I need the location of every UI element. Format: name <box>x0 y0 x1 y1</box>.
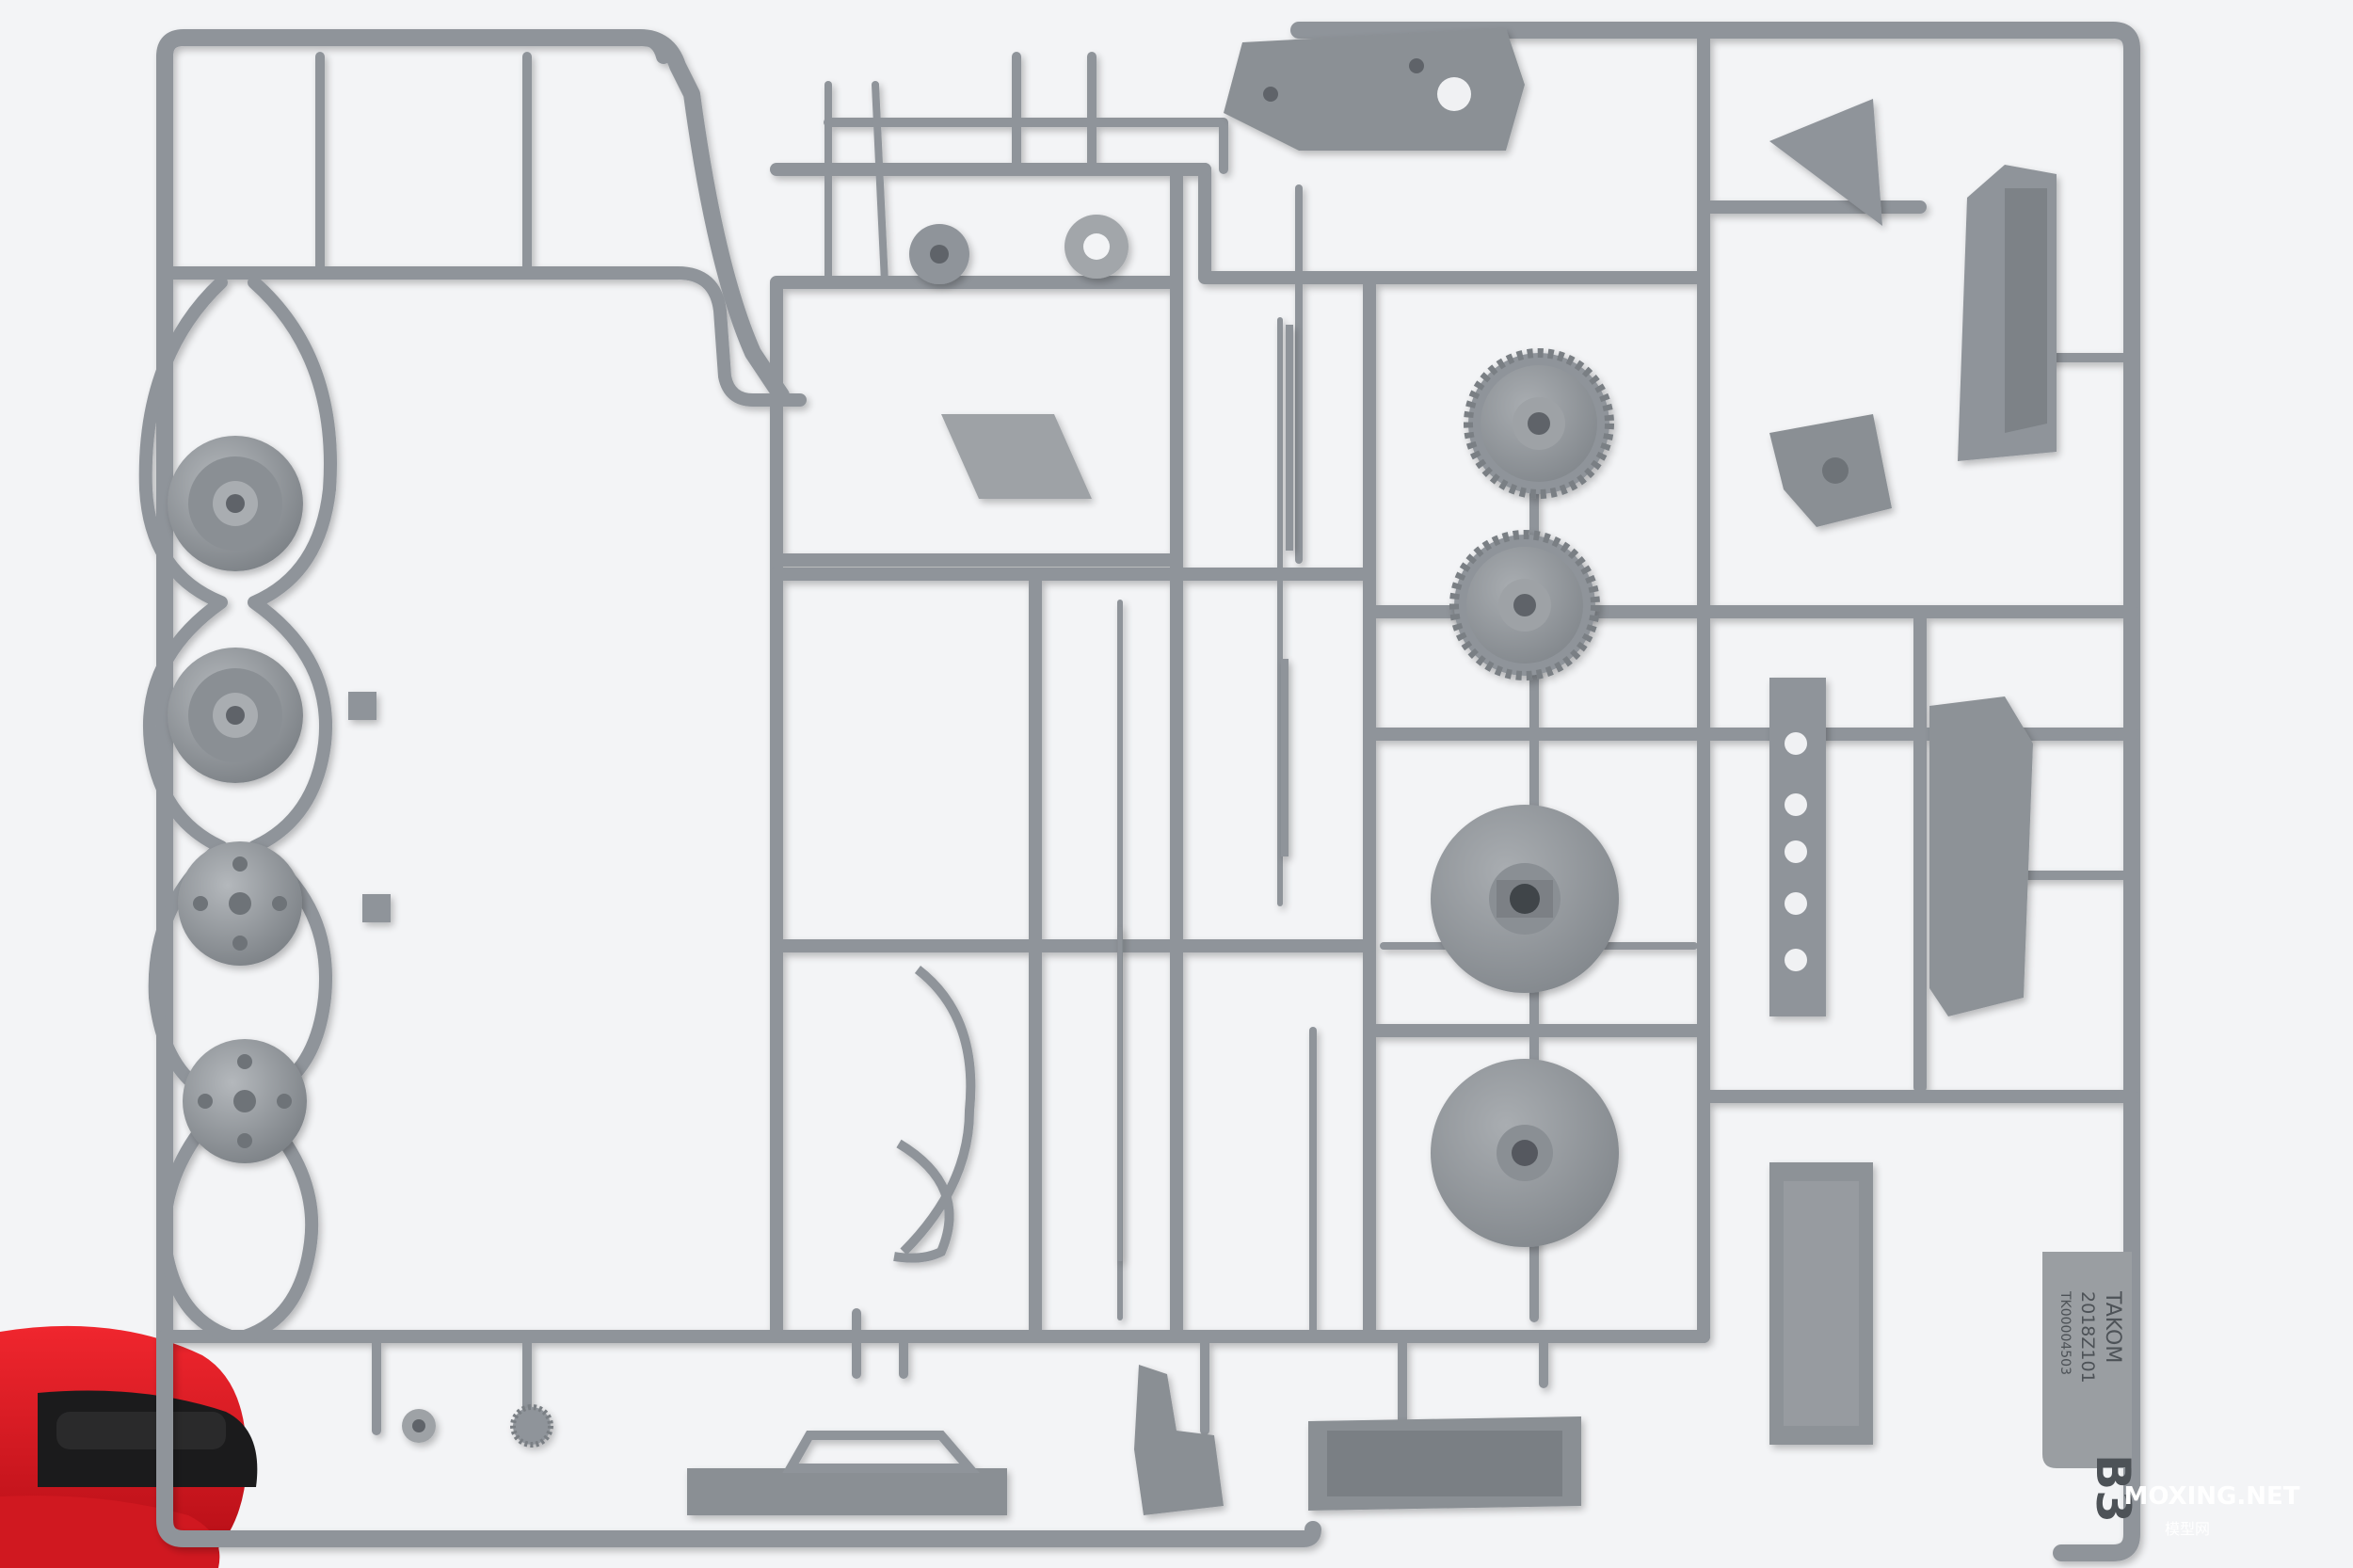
sprue-sub-code: TK00004503 <box>2057 1290 2073 1375</box>
triangular-bracket <box>1769 99 1882 226</box>
wheel-3 <box>178 841 302 966</box>
idler-disc-2 <box>1431 1059 1619 1247</box>
angled-plate <box>941 414 1092 499</box>
hull-parts <box>402 28 2057 1515</box>
watermark-main: MOXING.NET <box>2123 1482 2299 1511</box>
ladder-bracket <box>1769 678 1826 1016</box>
sprocket-1 <box>1464 348 1614 499</box>
storage-box-left <box>687 1468 1007 1515</box>
watermark-sub: 模型网 <box>2165 1520 2210 1538</box>
sprue-letter: B3 <box>2086 1454 2140 1523</box>
sprue-code: 2018Z101 <box>2077 1291 2098 1384</box>
sprue-tag: TAKOM 2018Z101 TK00004503 B3 <box>2042 1252 2140 1523</box>
arc-part-2 <box>893 1139 954 1263</box>
brand-label: TAKOM <box>2101 1290 2124 1363</box>
sprocket-2 <box>1449 530 1600 680</box>
sprockets <box>1431 348 1619 1247</box>
red-clamp <box>0 1325 258 1568</box>
wheel-1 <box>168 436 303 571</box>
top-bracket <box>1224 28 1525 151</box>
angled-box <box>1134 1365 1224 1515</box>
road-wheels <box>168 436 391 1163</box>
wheel-4 <box>183 1039 307 1163</box>
small-gear-part <box>510 1404 553 1448</box>
side-panel-middle <box>1929 696 2033 1016</box>
wheel-2 <box>168 648 303 783</box>
watermark: MOXING.NET 模型网 <box>2123 1482 2299 1538</box>
arc-part <box>900 966 976 1256</box>
idler-disc-1 <box>1431 805 1619 993</box>
